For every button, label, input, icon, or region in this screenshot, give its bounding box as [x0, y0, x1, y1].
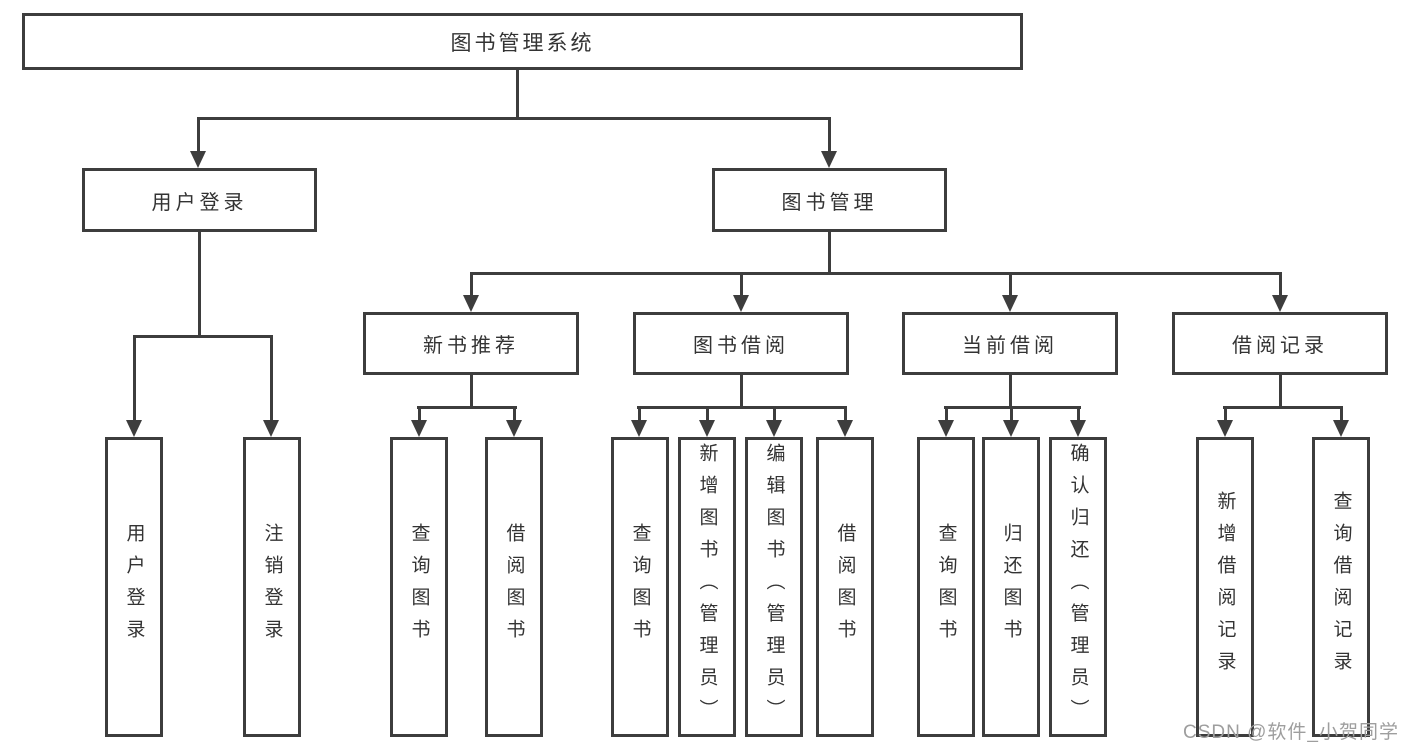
connector-borrow-bar: [637, 406, 847, 409]
connector-drop-user-login: [197, 117, 200, 154]
leaf-recommend-borrow-books: 借阅图书: [485, 437, 543, 737]
arrowhead-borrow-records: [1272, 295, 1288, 312]
arrowhead-edit-book: [766, 420, 782, 437]
leaf-return-books-label: 归还图书: [1000, 523, 1022, 651]
node-root: 图书管理系统: [22, 13, 1023, 70]
node-borrow-records-label: 借阅记录: [1232, 335, 1328, 357]
arrowhead-book-management: [821, 151, 837, 168]
connector-drop-query-record: [1340, 406, 1343, 423]
connector-drop-return-books: [1010, 406, 1013, 423]
connector-drop-current-borrow: [1009, 272, 1012, 298]
arrowhead-add-record: [1217, 420, 1233, 437]
arrowhead-leaf-logout: [263, 420, 279, 437]
leaf-query-borrow-record-label: 查询借阅记录: [1330, 491, 1352, 683]
leaf-logout-label: 注销登录: [261, 523, 283, 651]
connector-level3-bar: [470, 272, 1282, 275]
connector-drop-new-book-recommend: [470, 272, 473, 298]
leaf-recommend-query-books-label: 查询图书: [408, 523, 430, 651]
node-current-borrow-label: 当前借阅: [962, 335, 1058, 357]
arrowhead-recommend-query: [411, 420, 427, 437]
leaf-borrow-borrow-books-label: 借阅图书: [834, 523, 856, 651]
arrowhead-book-borrow: [733, 295, 749, 312]
node-new-book-recommend-label: 新书推荐: [423, 335, 519, 357]
leaf-edit-book-admin: 编辑图书（管理员）: [745, 437, 803, 737]
connector-drop-recommend-borrow: [513, 406, 516, 423]
connector-drop-current-query: [945, 406, 948, 423]
leaf-user-login: 用户登录: [105, 437, 163, 737]
connector-user-login-stub: [198, 231, 201, 338]
connector-root-stub: [516, 69, 519, 119]
connector-drop-book-borrow: [740, 272, 743, 298]
connector-recommend-stub: [470, 374, 473, 409]
arrowhead-borrow-query: [631, 420, 647, 437]
connector-drop-edit-book: [773, 406, 776, 423]
node-borrow-records: 借阅记录: [1172, 312, 1388, 375]
leaf-query-borrow-record: 查询借阅记录: [1312, 437, 1370, 737]
connector-drop-add-record: [1224, 406, 1227, 423]
arrowhead-new-book-recommend: [463, 295, 479, 312]
connector-drop-leaf-logout: [270, 335, 273, 422]
connector-records-stub: [1279, 374, 1282, 409]
leaf-logout: 注销登录: [243, 437, 301, 737]
connector-drop-recommend-query: [418, 406, 421, 423]
connector-recommend-bar: [417, 406, 517, 409]
arrowhead-current-query: [938, 420, 954, 437]
connector-level2-bar: [197, 117, 831, 120]
node-book-borrow-label: 图书借阅: [693, 335, 789, 357]
arrowhead-return-books: [1003, 420, 1019, 437]
arrowhead-borrow-borrow: [837, 420, 853, 437]
node-root-label: 图书管理系统: [450, 31, 595, 55]
connector-current-stub: [1009, 374, 1012, 409]
leaf-confirm-return-admin-label: 确认归还（管理员）: [1067, 443, 1089, 731]
connector-drop-borrow-borrow: [844, 406, 847, 423]
leaf-current-query-books: 查询图书: [917, 437, 975, 737]
node-current-borrow: 当前借阅: [902, 312, 1118, 375]
connector-drop-leaf-user-login: [133, 335, 136, 422]
connector-drop-confirm-return: [1077, 406, 1080, 423]
leaf-confirm-return-admin: 确认归还（管理员）: [1049, 437, 1107, 737]
leaf-borrow-borrow-books: 借阅图书: [816, 437, 874, 737]
connector-borrow-stub: [740, 374, 743, 409]
connector-drop-borrow-records: [1279, 272, 1282, 298]
arrowhead-query-record: [1333, 420, 1349, 437]
leaf-add-book-admin: 新增图书（管理员）: [678, 437, 736, 737]
connector-drop-book-management: [828, 117, 831, 154]
leaf-recommend-borrow-books-label: 借阅图书: [503, 523, 525, 651]
connector-book-management-stub: [828, 231, 831, 274]
watermark: CSDN @软件_小贺同学: [1183, 722, 1399, 743]
leaf-borrow-query-books: 查询图书: [611, 437, 669, 737]
node-book-management: 图书管理: [712, 168, 947, 232]
leaf-current-query-books-label: 查询图书: [935, 523, 957, 651]
leaf-edit-book-admin-label: 编辑图书（管理员）: [763, 443, 785, 731]
node-new-book-recommend: 新书推荐: [363, 312, 579, 375]
arrowhead-add-book: [699, 420, 715, 437]
connector-drop-add-book: [706, 406, 709, 423]
leaf-add-borrow-record: 新增借阅记录: [1196, 437, 1254, 737]
arrowhead-recommend-borrow: [506, 420, 522, 437]
leaf-return-books: 归还图书: [982, 437, 1040, 737]
node-user-login: 用户登录: [82, 168, 317, 232]
leaf-recommend-query-books: 查询图书: [390, 437, 448, 737]
connector-records-bar: [1223, 406, 1343, 409]
connector-user-login-bar: [133, 335, 273, 338]
node-user-login-label: 用户登录: [151, 191, 248, 214]
connector-drop-borrow-query: [638, 406, 641, 423]
leaf-user-login-label: 用户登录: [123, 523, 145, 651]
node-book-borrow: 图书借阅: [633, 312, 849, 375]
arrowhead-leaf-user-login: [126, 420, 142, 437]
arrowhead-confirm-return: [1070, 420, 1086, 437]
arrowhead-current-borrow: [1002, 295, 1018, 312]
node-book-management-label: 图书管理: [781, 191, 878, 214]
leaf-add-book-admin-label: 新增图书（管理员）: [696, 443, 718, 731]
arrowhead-user-login: [190, 151, 206, 168]
leaf-borrow-query-books-label: 查询图书: [629, 523, 651, 651]
leaf-add-borrow-record-label: 新增借阅记录: [1214, 491, 1236, 683]
